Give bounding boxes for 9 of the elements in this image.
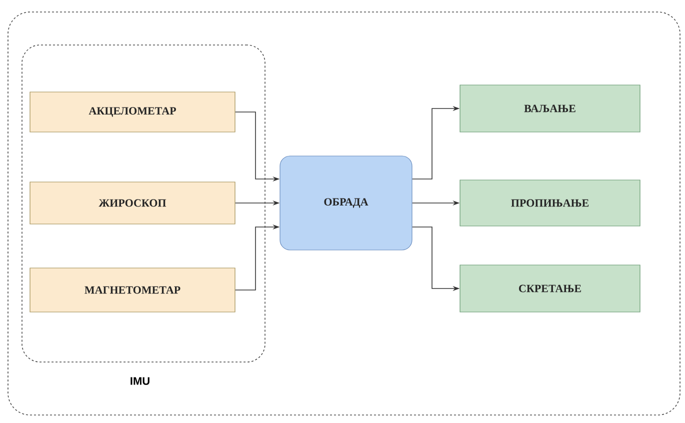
output-box: ВАЉАЊЕ xyxy=(460,84,640,132)
processing-box: ОБРАДА xyxy=(280,156,412,250)
sensor-box: МАГНЕТОМЕТАР xyxy=(30,268,236,312)
sensor-box: ЖИРОСКОП xyxy=(30,182,236,224)
output-box: ПРОПИЊАЊЕ xyxy=(460,180,640,226)
group-label: IMU xyxy=(130,377,150,385)
output-box: СКРЕТАЊЕ xyxy=(460,264,640,312)
system-boundary xyxy=(8,12,680,416)
sensor-box: АКЦЕЛОМЕТАР xyxy=(30,92,236,132)
